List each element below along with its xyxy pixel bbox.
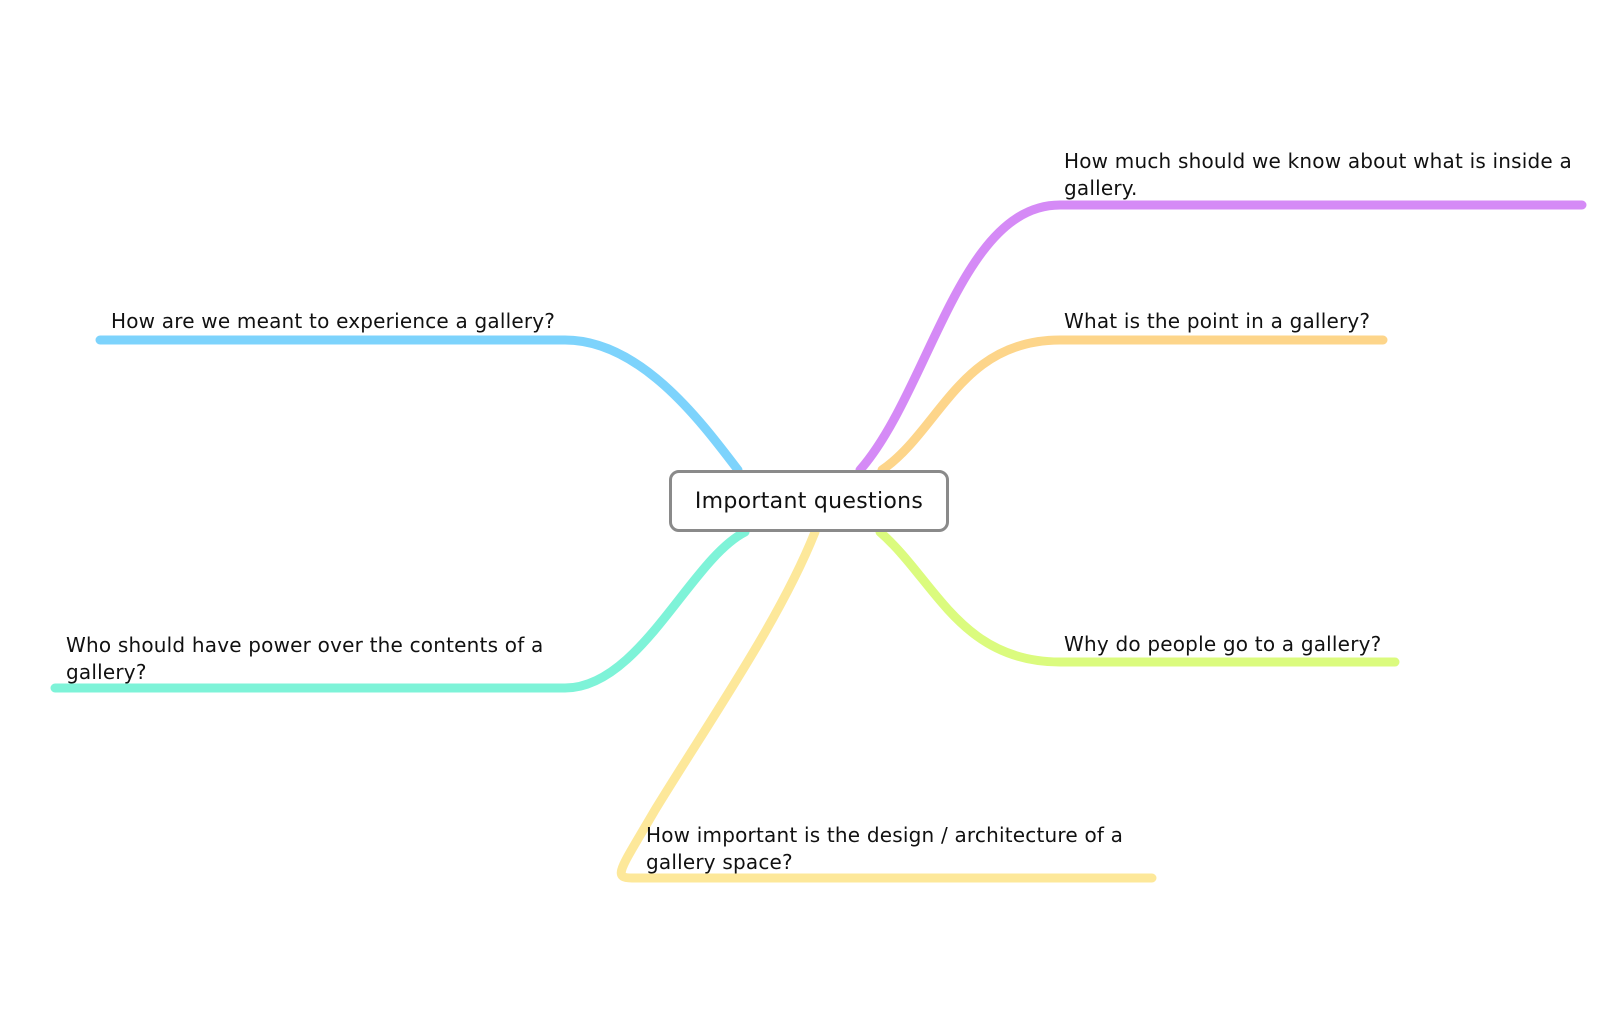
branch-line-why: [875, 527, 1400, 667]
topic-why[interactable]: Why do people go to a gallery?: [1064, 632, 1382, 656]
branch-line-know: [855, 200, 1587, 475]
topic-point[interactable]: What is the point in a gallery?: [1064, 309, 1371, 333]
topic-experience[interactable]: How are we meant to experience a gallery…: [111, 309, 556, 333]
topic-power[interactable]: Who should have power over the contents …: [66, 633, 544, 684]
branch-line-experience: [95, 335, 743, 475]
topic-know[interactable]: How much should we know about what is in…: [1064, 149, 1572, 200]
branch-line-design: [616, 527, 1157, 883]
topic-design[interactable]: How important is the design / architectu…: [646, 823, 1124, 874]
central-topic-label: Important questions: [694, 488, 924, 514]
branch-line-power: [50, 527, 750, 693]
central-topic[interactable]: Important questions: [669, 470, 949, 532]
branch-line-point: [877, 335, 1388, 475]
